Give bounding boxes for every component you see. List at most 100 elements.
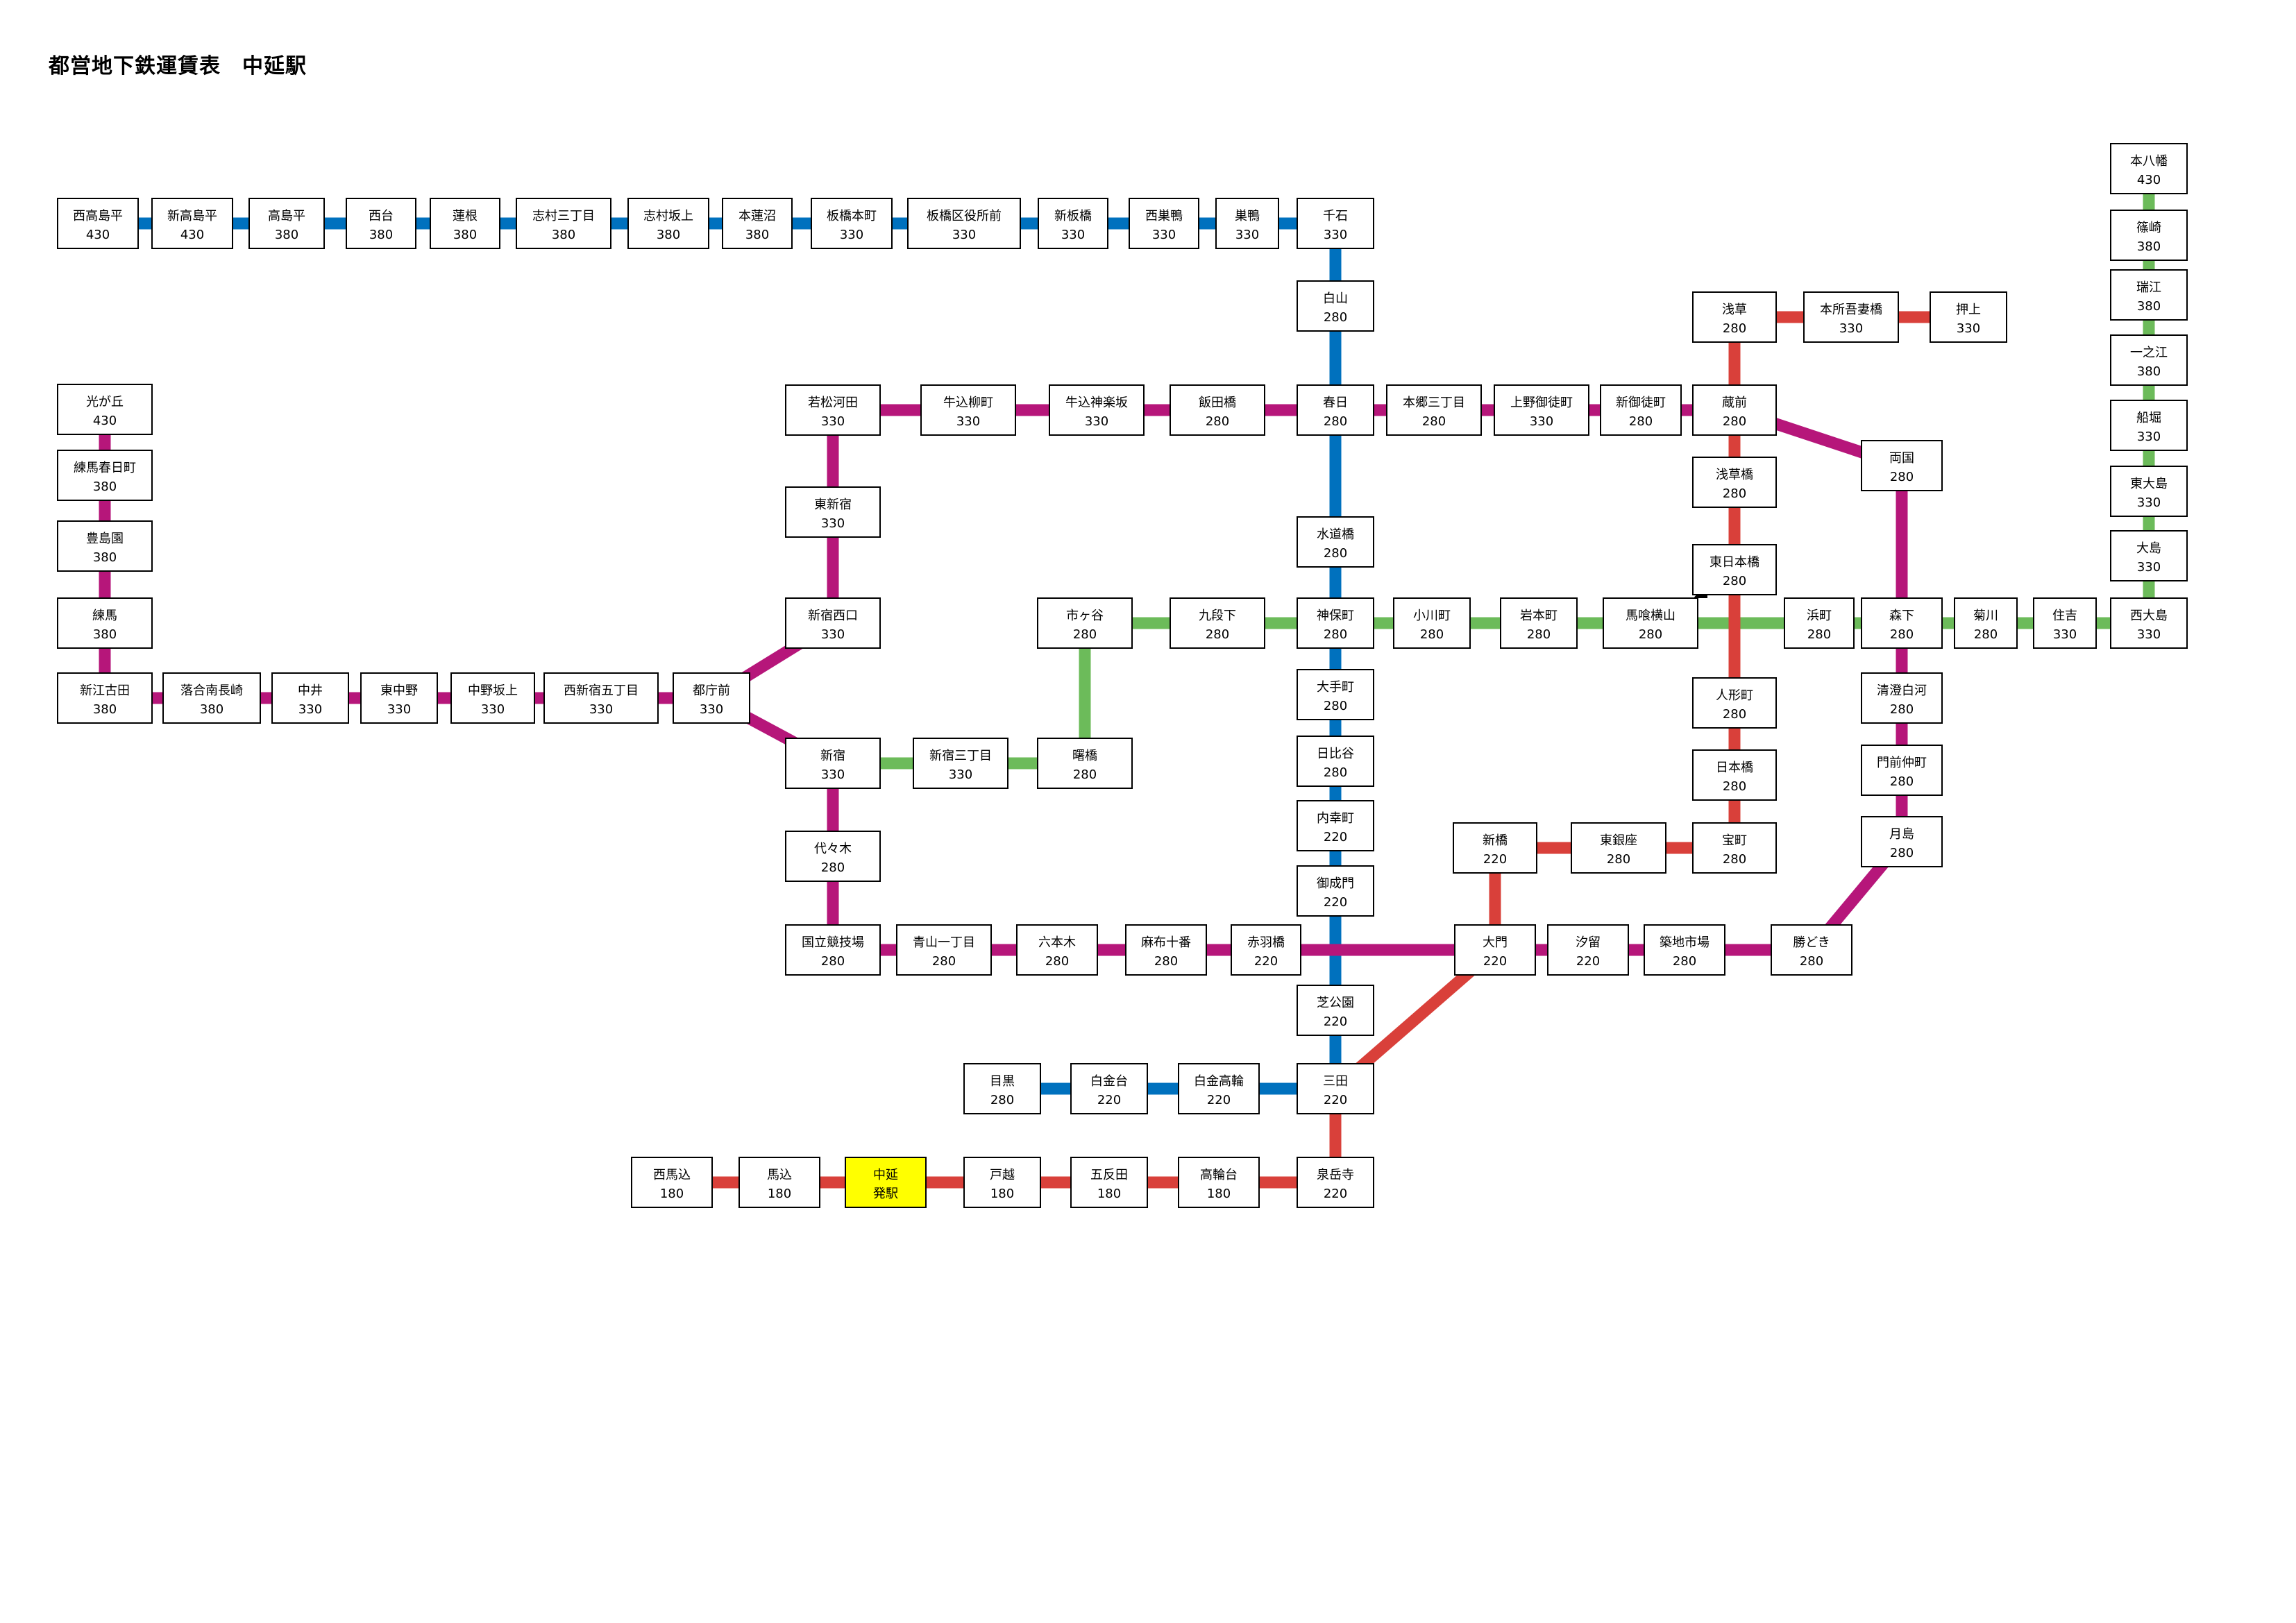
station-fare: 180 [1207,1187,1231,1201]
station-box [2110,597,2188,649]
station-box [1170,597,1265,649]
station-box [1692,291,1777,343]
station-box [907,198,1021,249]
station-box [1170,384,1265,436]
station-box [1861,597,1943,649]
station-name: 両国 [1889,451,1914,466]
station-magome: 馬込 180 [738,1157,820,1208]
station-name: 赤羽橋 [1247,935,1285,950]
station-name: 本蓮沼 [738,209,776,223]
station-fare: 330 [1061,228,1085,242]
station-name: 九段下 [1199,609,1236,623]
station-name: 西新宿五丁目 [564,683,639,698]
station-box [1297,1157,1374,1208]
station-box [57,198,139,249]
station-fare: 280 [1324,627,1347,642]
station-fare: 330 [2137,430,2161,444]
station-fare: 330 [821,627,845,642]
station-name: 中井 [298,683,323,698]
station-name: 御成門 [1317,876,1354,891]
station-box [248,198,325,249]
station-box [1297,280,1374,332]
station-name: 東銀座 [1600,833,1637,848]
station-name: 西高島平 [73,209,123,223]
station-fare: 330 [1839,321,1863,336]
station-box [1297,1063,1374,1114]
station-mizue: 瑞江 380 [2110,269,2188,321]
station-name: 瑞江 [2136,280,2161,295]
station-box [785,597,881,649]
station-box [1129,198,1199,249]
station-fare: 180 [1097,1187,1121,1201]
station-fare: 380 [2137,299,2161,314]
station-box [1771,924,1852,976]
station-name: 芝公園 [1317,996,1354,1010]
station-box [1692,822,1777,874]
station-box [346,198,416,249]
station-name: 六本木 [1038,935,1076,950]
station-name: 練馬 [92,609,117,623]
station-fare: 330 [840,228,863,242]
station-fare: 280 [1890,627,1914,642]
station-name: 若松河田 [808,396,858,410]
station-fare: 380 [200,702,223,717]
station-box [1644,924,1725,976]
station-fare: 220 [1576,954,1600,969]
station-name: 白金高輪 [1194,1074,1244,1089]
station-name: 清澄白河 [1877,683,1927,698]
station-fare: 220 [1254,954,1278,969]
station-name: 日本橋 [1716,760,1753,775]
station-name: 新江古田 [80,683,130,698]
station-name: 馬込 [767,1168,792,1182]
station-box [785,831,881,882]
station-box [722,198,793,249]
station-box [2110,210,2188,261]
station-name: 浜町 [1807,609,1832,623]
station-box [1861,440,1943,491]
station-name: 水道橋 [1317,527,1354,542]
station-name: 本八幡 [2130,154,2168,169]
station-name: 西大島 [2130,609,2168,623]
station-box [1297,198,1374,249]
station-name: 菊川 [1973,609,1998,623]
station-name: 新板橋 [1054,209,1092,223]
station-name: 巣鴨 [1235,209,1260,223]
station-name: 内幸町 [1317,811,1354,826]
station-name: 浅草 [1722,303,1747,317]
station-name: 白金台 [1090,1074,1128,1089]
station-box [1393,597,1471,649]
station-name: 蓮根 [453,209,478,223]
station-fare: 330 [952,228,976,242]
station-box [1692,457,1777,508]
station-fare: 280 [1324,699,1347,713]
station-fare: 180 [768,1187,791,1201]
station-box [2110,269,2188,321]
station-box [1930,291,2007,343]
station-shinitabashi: 新板橋 330 [1038,198,1108,249]
